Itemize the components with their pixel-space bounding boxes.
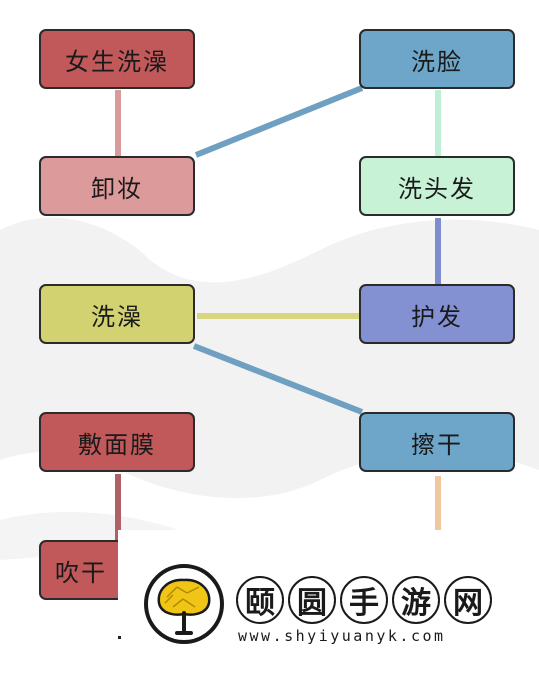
node-female-bath[interactable]: 女生洗澡 [39, 29, 195, 89]
node-face-mask[interactable]: 敷面膜 [39, 412, 195, 472]
watermark-char: 圆 [288, 576, 336, 624]
tree-logo-icon [144, 564, 224, 644]
watermark-char: 游 [392, 576, 440, 624]
watermark-site-name: 颐 圆 手 游 网 [236, 576, 492, 624]
watermark-url: www.shyiyuanyk.com [238, 627, 446, 645]
watermark-char: 手 [340, 576, 388, 624]
link-shower-dry-off [192, 343, 364, 415]
node-remove-makeup[interactable]: 卸妆 [39, 156, 195, 216]
node-shower[interactable]: 洗澡 [39, 284, 195, 344]
watermark-char: 颐 [236, 576, 284, 624]
node-wash-face[interactable]: 洗脸 [359, 29, 515, 89]
node-wash-hair[interactable]: 洗头发 [359, 156, 515, 216]
watermark-dot [118, 636, 121, 639]
node-hair-care[interactable]: 护发 [359, 284, 515, 344]
node-dry-off[interactable]: 擦干 [359, 412, 515, 472]
watermark-char: 网 [444, 576, 492, 624]
link-remove-makeup-wash-face [194, 85, 364, 158]
